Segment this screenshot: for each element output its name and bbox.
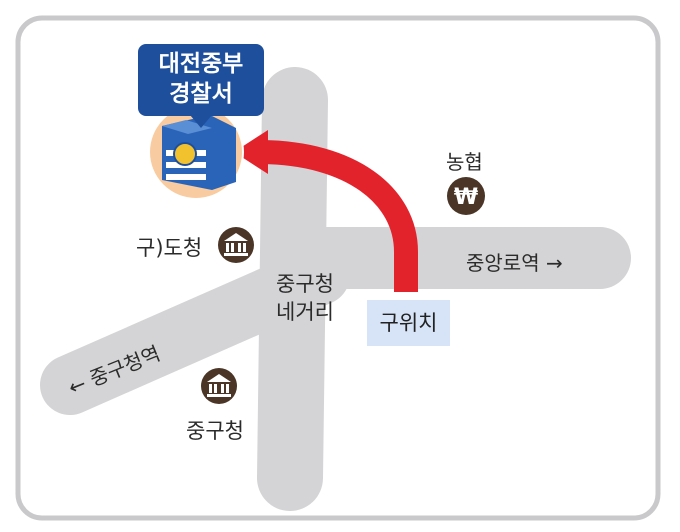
won-symbol: ₩ [454,185,478,210]
bank-won-icon: ₩ [447,177,485,215]
police-station-badge: 대전중부 경찰서 [138,44,264,128]
police-station-name-line2: 경찰서 [169,81,233,107]
police-station-name-line1: 대전중부 [158,51,244,77]
label-guwichi: 구위치 [367,300,450,346]
road-southwest [40,245,350,415]
label-jungangro-station: 중앙로역 → [466,251,563,275]
label-junggu-intersection-line2: 네거리 [276,300,334,324]
police-station-icon [148,104,244,200]
label-nonghyup: 농협 [446,150,483,174]
label-junggu-intersection-line1: 중구청 [276,272,334,296]
government-building-icon-junggu [201,368,237,404]
label-old-provincial-office: 구)도청 [136,236,203,260]
route-arrow [234,130,418,292]
government-building-icon [218,227,254,263]
label-junggu-office: 중구청 [186,419,244,443]
